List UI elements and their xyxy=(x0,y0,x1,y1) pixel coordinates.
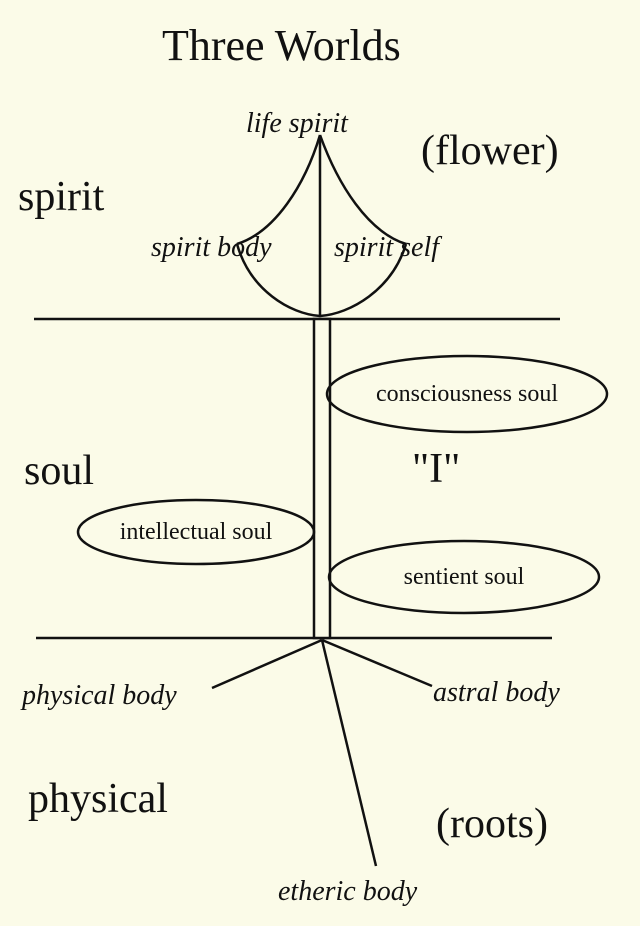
realm-spirit-label: spirit xyxy=(18,174,105,220)
flower-annotation: (flower) xyxy=(421,128,559,174)
spirit-self-label: spirit self xyxy=(334,232,440,263)
flower-right-petal xyxy=(318,134,407,246)
roots-annotation: (roots) xyxy=(436,801,548,847)
root-center xyxy=(320,639,378,867)
realm-soul-label: soul xyxy=(24,448,95,494)
sentient-soul-label: sentient soul xyxy=(403,564,525,590)
realm-physical-label: physical xyxy=(28,776,168,822)
consciousness-soul-oval xyxy=(325,354,609,434)
sentient-soul-oval xyxy=(327,539,601,615)
physical-body-label: physical body xyxy=(22,680,177,711)
intellectual-soul-label: intellectual soul xyxy=(119,519,273,545)
astral-body-label: astral body xyxy=(433,677,560,708)
life-spirit-label: life spirit xyxy=(246,108,348,139)
consciousness-soul-label: consciousness soul xyxy=(376,381,558,407)
spirit-body-label: spirit body xyxy=(151,232,272,263)
etheric-body-label: etheric body xyxy=(278,876,418,907)
intellectual-soul-oval xyxy=(76,498,316,566)
flower-left-petal xyxy=(236,134,322,246)
stem xyxy=(312,317,332,640)
page-title: Three Worlds xyxy=(162,21,401,70)
root-left xyxy=(211,638,323,690)
i-label: "I" xyxy=(412,446,461,492)
root-right xyxy=(321,638,433,688)
